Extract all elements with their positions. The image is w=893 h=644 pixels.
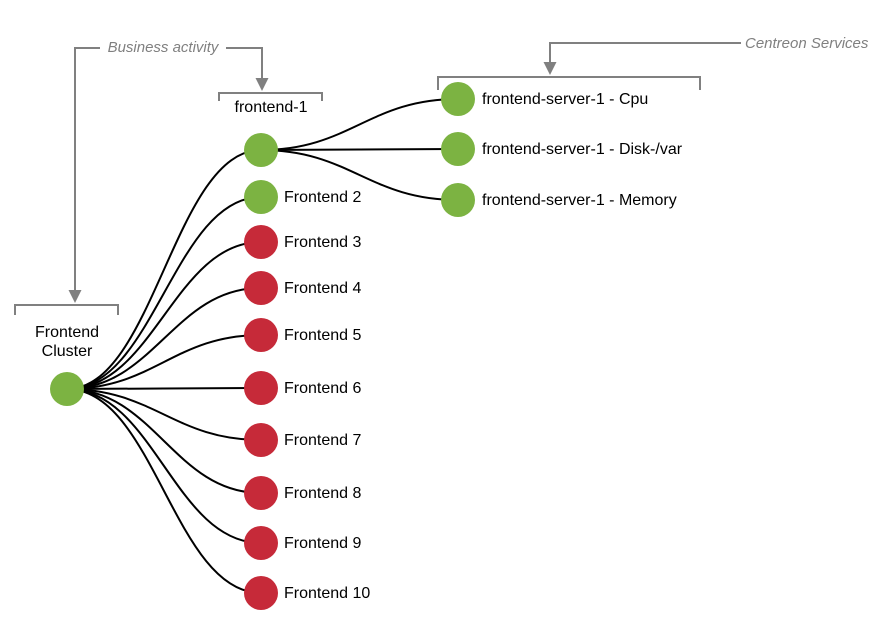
node-service-cpu[interactable] xyxy=(441,82,475,116)
edge-cluster-frontend-7 xyxy=(66,388,262,441)
edge-frontend1-memory xyxy=(260,149,459,201)
node-service-memory[interactable] xyxy=(441,183,475,217)
node-frontend-8[interactable] xyxy=(244,476,278,510)
label-frontend-1: frontend-1 xyxy=(235,99,308,116)
centreon-services-connector xyxy=(549,42,741,62)
cluster-label-line2: Cluster xyxy=(42,343,93,360)
label-service-cpu: frontend-server-1 - Cpu xyxy=(482,91,648,108)
edge-cluster-frontend-1 xyxy=(66,149,262,390)
bracket-frontend-1 xyxy=(218,92,323,101)
label-frontend-9: Frontend 9 xyxy=(284,535,361,552)
business-activity-left-connector xyxy=(74,47,100,290)
edge-cluster-frontend-10 xyxy=(66,388,262,594)
node-frontend-6[interactable] xyxy=(244,371,278,405)
edge-cluster-frontend-9 xyxy=(66,388,262,544)
edge-cluster-frontend-8 xyxy=(66,388,262,494)
node-frontend-1[interactable] xyxy=(244,133,278,167)
label-frontend-2: Frontend 2 xyxy=(284,189,361,206)
node-frontend-2[interactable] xyxy=(244,180,278,214)
edge-cluster-frontend-2 xyxy=(66,196,262,390)
arrowhead-to-services xyxy=(543,62,557,75)
label-service-memory: frontend-server-1 - Memory xyxy=(482,192,677,209)
label-frontend-3: Frontend 3 xyxy=(284,234,361,251)
node-frontend-3[interactable] xyxy=(244,225,278,259)
label-frontend-10: Frontend 10 xyxy=(284,585,370,602)
edge-cluster-frontend-4 xyxy=(66,287,262,390)
arrowhead-to-cluster xyxy=(68,290,82,303)
cluster-label-line1: Frontend xyxy=(35,324,99,341)
node-frontend-7[interactable] xyxy=(244,423,278,457)
edge-cluster-frontend-5 xyxy=(66,334,262,390)
label-frontend-4: Frontend 4 xyxy=(284,280,361,297)
node-frontend-10[interactable] xyxy=(244,576,278,610)
node-frontend-cluster[interactable] xyxy=(50,372,84,406)
cluster-group: Frontend Cluster xyxy=(35,324,99,406)
group-brackets xyxy=(14,76,701,315)
label-frontend-8: Frontend 8 xyxy=(284,485,361,502)
edge-cluster-frontend-3 xyxy=(66,241,262,390)
label-frontend-7: Frontend 7 xyxy=(284,432,361,449)
bracket-centreon-services xyxy=(437,76,701,90)
label-service-disk: frontend-server-1 - Disk-/var xyxy=(482,141,683,158)
edge-frontend1-cpu xyxy=(260,98,459,151)
label-frontend-6: Frontend 6 xyxy=(284,380,361,397)
bracket-frontend-cluster xyxy=(14,304,119,315)
business-activity-label: Business activity xyxy=(108,39,220,56)
edges-frontend1-to-services xyxy=(260,98,459,201)
annotation-centreon-services: Centreon Services xyxy=(543,35,869,75)
edge-cluster-frontend-6 xyxy=(66,387,262,390)
arrowhead-to-frontend1 xyxy=(255,78,269,91)
node-frontend-5[interactable] xyxy=(244,318,278,352)
label-frontend-5: Frontend 5 xyxy=(284,327,361,344)
business-activity-connectors xyxy=(74,47,263,290)
annotation-business-activity: Business activity xyxy=(68,39,269,303)
node-frontend-9[interactable] xyxy=(244,526,278,560)
edge-frontend1-disk xyxy=(260,148,459,151)
business-activity-right-connector xyxy=(226,47,263,78)
node-service-disk[interactable] xyxy=(441,132,475,166)
node-frontend-4[interactable] xyxy=(244,271,278,305)
centreon-services-line xyxy=(549,42,741,62)
centreon-services-label: Centreon Services xyxy=(745,35,869,52)
edges-cluster-to-frontends xyxy=(66,149,262,594)
